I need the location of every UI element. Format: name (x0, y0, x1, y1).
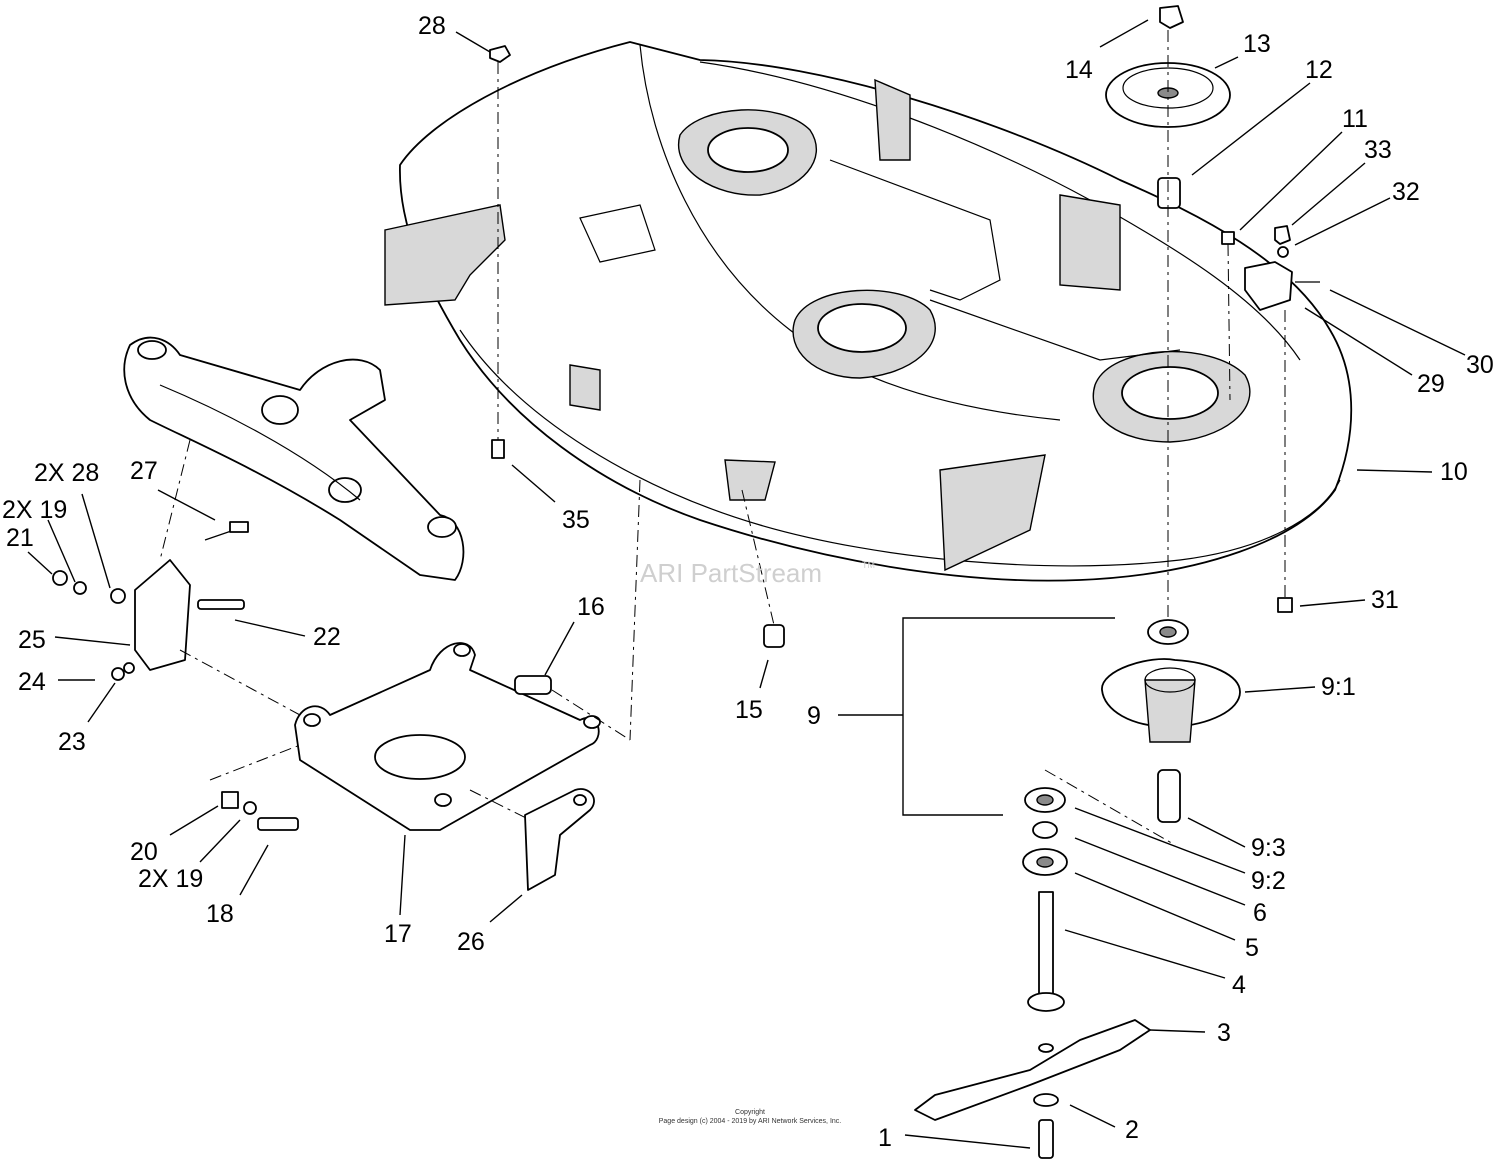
watermark-tm: TM (862, 560, 875, 570)
blade-3 (914, 1019, 1151, 1121)
callout-9-3: 9:3 (1251, 834, 1286, 862)
copyright-line2: Page design (c) 2004 - 2019 by ARI Netwo… (658, 1118, 842, 1125)
washer-6 (1032, 821, 1058, 839)
callout-30: 30 (1466, 351, 1494, 379)
watermark: ARI PartStream (640, 558, 822, 588)
bolt-22 (197, 599, 245, 610)
callout-23: 23 (58, 728, 86, 756)
callout-29: 29 (1417, 370, 1445, 398)
callout-17: 17 (384, 920, 412, 948)
callout-3: 3 (1217, 1019, 1231, 1047)
spacer-20 (221, 791, 239, 809)
nut-24 (123, 662, 135, 674)
bracket-26 (524, 788, 595, 891)
copyright-notice: Copyright Page design (c) 2004 - 2019 by… (640, 1108, 860, 1126)
spacer-9-3 (1157, 769, 1181, 823)
pin-16 (514, 675, 552, 695)
grease-fitting-29 (1244, 261, 1293, 311)
washer-23 (111, 667, 125, 681)
callout-20: 20 (130, 838, 158, 866)
callout-15: 15 (735, 696, 763, 724)
callout-9-1: 9:1 (1321, 673, 1356, 701)
callout-33: 33 (1364, 136, 1392, 164)
callout-5: 5 (1245, 934, 1259, 962)
copyright-line1: Copyright (735, 1109, 765, 1116)
nut-28-top (489, 45, 511, 63)
nut-21 (52, 570, 68, 586)
callout-11: 11 (1342, 105, 1368, 133)
callout-28: 28 (418, 12, 446, 40)
bolt-18 (257, 817, 299, 831)
callout-6: 6 (1253, 899, 1267, 927)
callout-19: 2X 19 (2, 496, 67, 524)
leader-lines (27, 19, 1466, 1149)
mounting-plate (294, 642, 601, 831)
callout-1: 1 (878, 1124, 892, 1152)
callout-31: 31 (1371, 586, 1399, 614)
callout-25: 25 (18, 626, 46, 654)
callout-32: 32 (1392, 178, 1420, 206)
callout-21: 21 (6, 524, 34, 552)
nut-14 (1159, 5, 1184, 29)
callout-12: 12 (1305, 56, 1333, 84)
nut-28-left (110, 588, 126, 604)
bolt-1 (1038, 1119, 1054, 1159)
callout-18: 18 (206, 900, 234, 928)
callout-24: 24 (18, 668, 46, 696)
callout-22: 22 (313, 623, 341, 651)
callout-9-2: 9:2 (1251, 867, 1286, 895)
callout-28b: 2X 28 (34, 459, 99, 487)
callout-35: 35 (562, 506, 590, 534)
group-bracket-9 (838, 617, 1115, 816)
washer-19-left (73, 581, 87, 595)
washer-2 (1033, 1093, 1059, 1107)
mower-deck-housing (384, 41, 1353, 582)
nut-15 (763, 624, 785, 648)
callout-10: 10 (1440, 458, 1468, 486)
callout-9: 9 (807, 702, 821, 730)
washer-19 (243, 801, 257, 815)
bolt-35 (491, 439, 505, 459)
bolt-31 (1277, 597, 1293, 613)
callout-14: 14 (1065, 56, 1093, 84)
callout-16: 16 (577, 593, 605, 621)
nut-33 (1274, 225, 1291, 245)
spacer-12 (1157, 177, 1181, 209)
bracket-25 (134, 521, 249, 671)
callout-2: 2 (1125, 1116, 1139, 1144)
pivot-arm-assembly (123, 336, 465, 581)
washer-32 (1277, 246, 1289, 258)
callout-labels: 14 13 12 11 33 32 30 29 10 31 9:1 9 9:3 … (2, 12, 1494, 1152)
spindle-shaft-4 (1038, 891, 1054, 1001)
spindle-assembly (914, 5, 1320, 1159)
callout-4: 4 (1232, 971, 1246, 999)
callout-26: 26 (457, 928, 485, 956)
callout-19b: 2X 19 (138, 865, 203, 893)
callout-13: 13 (1243, 30, 1271, 58)
hardware-parts (52, 45, 785, 831)
callout-27: 27 (130, 457, 158, 485)
bolt-11 (1221, 231, 1235, 245)
